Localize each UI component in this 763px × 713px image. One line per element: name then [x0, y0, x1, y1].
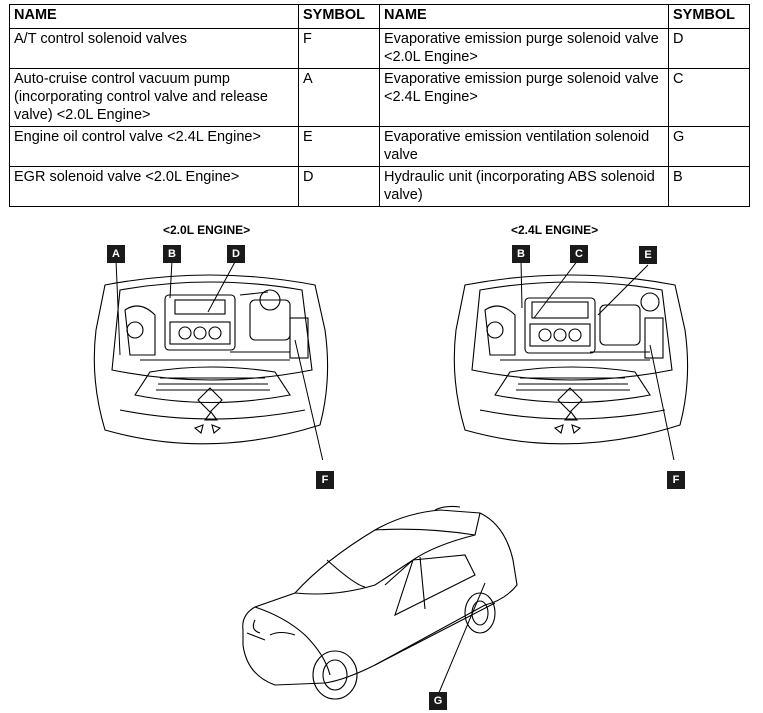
engine-20-label: <2.0L ENGINE> [163, 223, 251, 237]
cell-symbol: A [298, 68, 380, 127]
table-row: Auto-cruise control vacuum pump (incorpo… [9, 68, 750, 127]
engine-20-illustration [93, 260, 329, 460]
cell-name: EGR solenoid valve <2.0L Engine> [9, 166, 299, 207]
cell-symbol: G [668, 126, 750, 167]
header-name-1: NAME [9, 4, 299, 29]
cell-name: Evaporative emission purge solenoid valv… [379, 28, 669, 69]
callout-marker: D [227, 245, 245, 263]
cell-symbol: E [298, 126, 380, 167]
callout-marker: B [163, 245, 181, 263]
callout-marker: A [107, 245, 125, 263]
callout-marker: C [570, 245, 588, 263]
callout-marker: E [639, 246, 657, 264]
callout-marker: G [429, 692, 447, 710]
cell-name: Auto-cruise control vacuum pump (incorpo… [9, 68, 299, 127]
table-row: Engine oil control valve <2.4L Engine> E… [9, 126, 750, 167]
table-header-row: NAME SYMBOL NAME SYMBOL [9, 4, 750, 29]
cell-name: Evaporative emission ventilation solenoi… [379, 126, 669, 167]
header-symbol-2: SYMBOL [668, 4, 750, 29]
engine-24-label: <2.4L ENGINE> [511, 223, 599, 237]
callout-marker: B [512, 245, 530, 263]
cell-name: Evaporative emission purge solenoid valv… [379, 68, 669, 127]
table-row: A/T control solenoid valves F Evaporativ… [9, 28, 750, 69]
cell-symbol: D [298, 166, 380, 207]
car-illustration [242, 505, 518, 700]
cell-symbol: D [668, 28, 750, 69]
engine-24-illustration [453, 260, 689, 460]
cell-name: Engine oil control valve <2.4L Engine> [9, 126, 299, 167]
cell-symbol: C [668, 68, 750, 127]
cell-symbol: F [298, 28, 380, 69]
callout-marker: F [667, 471, 685, 489]
header-symbol-1: SYMBOL [298, 4, 380, 29]
table-row: EGR solenoid valve <2.0L Engine> D Hydra… [9, 166, 750, 207]
cell-symbol: B [668, 166, 750, 207]
header-name-2: NAME [379, 4, 669, 29]
cell-name: Hydraulic unit (incorporating ABS soleno… [379, 166, 669, 207]
callout-marker: F [316, 471, 334, 489]
components-table: NAME SYMBOL NAME SYMBOL A/T control sole… [9, 4, 750, 207]
cell-name: A/T control solenoid valves [9, 28, 299, 69]
